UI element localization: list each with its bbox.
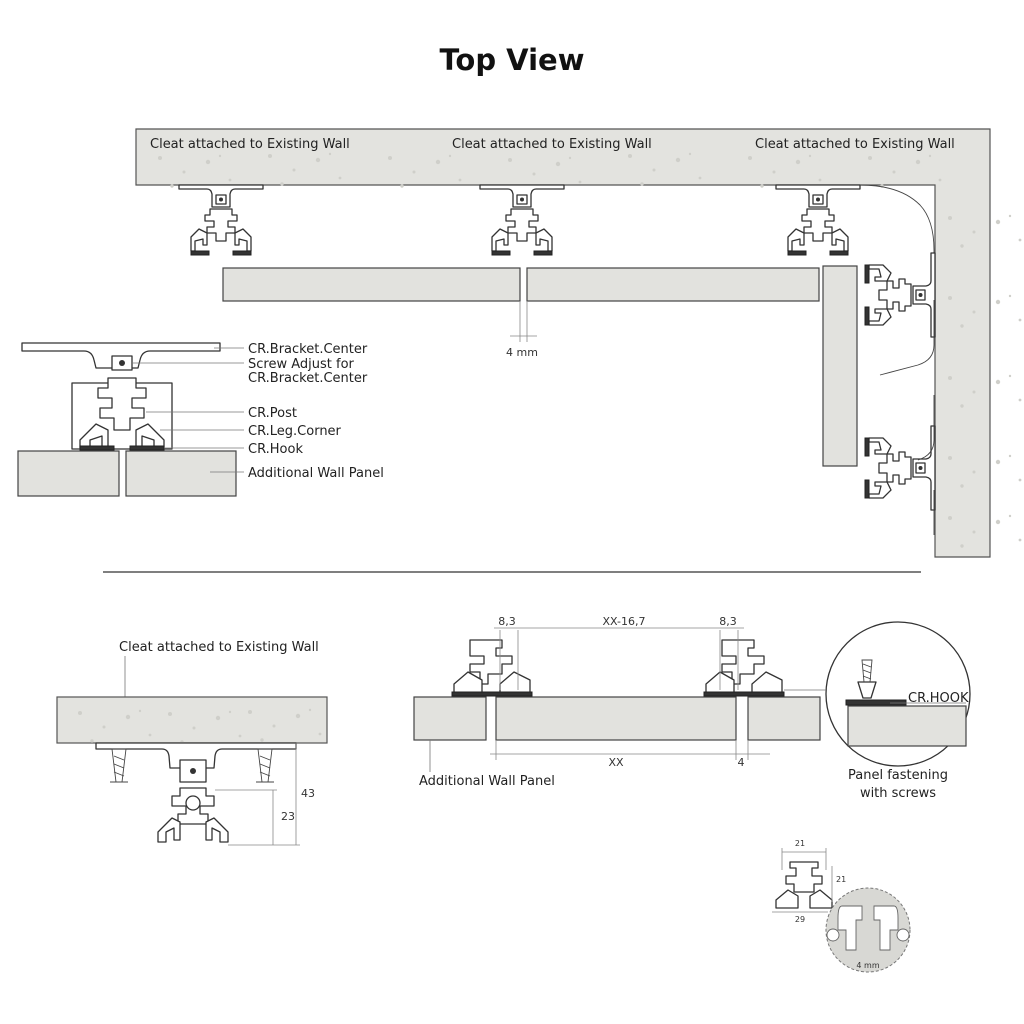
profile-dimension-detail: 21 21 29 4 mm [772, 839, 911, 973]
dim-xx-16-7: XX-16,7 [603, 615, 646, 628]
profile-dim-bottom: 29 [795, 915, 805, 924]
dim-4: 4 [738, 756, 745, 769]
callout-additional-wall-panel: Additional Wall Panel [248, 466, 384, 481]
page-title: Top View [439, 43, 584, 77]
profile-dim-side: 21 [836, 875, 846, 884]
wall-panel-corner [822, 265, 858, 467]
cleat-label-1: Cleat attached to Existing Wall [150, 137, 350, 152]
cleat-assembly-2 [479, 184, 565, 256]
dim-xx: XX [608, 756, 624, 769]
fastening-detail: CR.HOOK Panel fastening with screws [784, 621, 971, 801]
fastening-label-2: with screws [860, 786, 936, 801]
wall-panel-2 [526, 267, 820, 302]
cr-hook-label: CR.HOOK [908, 691, 969, 706]
dim-8-3-left: 8,3 [498, 615, 516, 628]
callout-leg-corner: CR.Leg.Corner [248, 424, 342, 439]
cleat-assembly-1 [178, 184, 264, 256]
callout-screw-adjust-2: CR.Bracket.Center [248, 371, 368, 386]
callout-screw-adjust-1: Screw Adjust for [248, 357, 355, 372]
existing-wall [135, 128, 991, 558]
dim-43: 43 [301, 787, 315, 800]
top-assembly: Cleat attached to Existing Wall Cleat at… [135, 128, 1022, 558]
bottom-cleat-label: Cleat attached to Existing Wall [119, 640, 319, 655]
dim-23: 23 [281, 810, 295, 823]
wall-panel-1 [222, 267, 521, 302]
cleat-label-3: Cleat attached to Existing Wall [755, 137, 955, 152]
profile-gap-label: 4 mm [856, 961, 879, 970]
wall-cleat-section: Cleat attached to Existing Wall 43 23 [56, 640, 328, 846]
fastening-label-1: Panel fastening [848, 768, 948, 783]
callout-bracket-center: CR.Bracket.Center [248, 342, 368, 357]
cleat-assembly-3 [775, 184, 861, 256]
profile-dim-top: 21 [795, 839, 805, 848]
callout-post: CR.Post [248, 406, 297, 421]
cleat-label-2: Cleat attached to Existing Wall [452, 137, 652, 152]
dim-8-3-right: 8,3 [719, 615, 737, 628]
callout-hook: CR.Hook [248, 442, 303, 457]
panel-label: Additional Wall Panel [419, 774, 555, 789]
gap-dimension-label: 4 mm [506, 346, 538, 359]
cleat-detail: CR.Bracket.Center Screw Adjust for CR.Br… [17, 342, 384, 497]
panel-spacing-section: 8,3 XX-16,7 8,3 XX 4 Additional Wall Pan… [413, 615, 821, 789]
